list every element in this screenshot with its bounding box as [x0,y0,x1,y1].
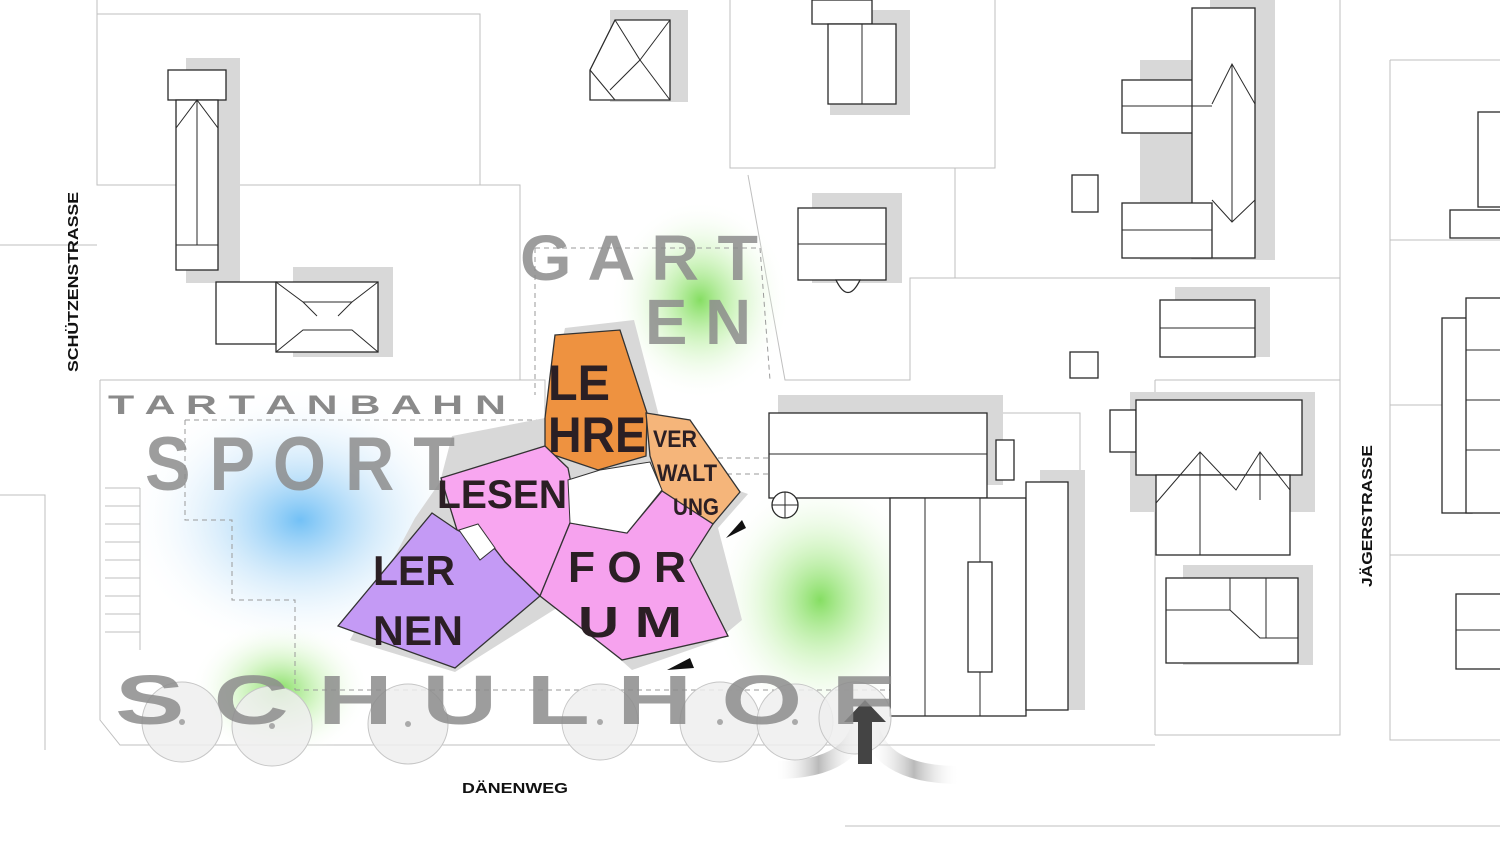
track-stripes [105,487,141,650]
zone-lehre [544,329,648,471]
label-garden-line2: E N [645,286,751,358]
label-sport: S P O R T [145,422,455,507]
entrance-marker-south [667,658,694,670]
neighbor-buildings [167,0,1500,670]
zone-lesen-label: LESEN [437,473,567,517]
zone-lehre-label-1: LE [548,355,610,411]
entrance-marker-east [726,520,746,538]
light-well [458,523,496,561]
street-east: JÄGERSTRASSE [1359,445,1376,587]
label-track: T A R T A N B A H N [108,390,506,420]
zone-lernen-label-1: LER [373,547,455,594]
entrance-arrow [774,700,961,784]
zone-forum-label-1: F O R [568,543,686,592]
zone-verwaltung-label-2: WALT [657,460,717,487]
tree-centers [179,715,858,729]
zone-lehre-label-2: HRE [548,407,646,463]
zone-lernen-label-2: NEN [373,607,463,654]
courtyard-void [567,461,663,534]
landscape-glows [125,200,930,760]
label-schoolyard: S C H U L H O F [115,661,895,739]
zone-verwaltung-label-3: UNG [673,494,719,521]
label-garden-line1: G A R T [520,222,758,294]
street-south: DÄNENWEG [462,780,568,797]
school-zones [336,320,748,672]
street-west: SCHÜTZENSTRASSE [65,192,82,372]
existing-school-building [718,395,1085,717]
zone-forum-label-2: U M [578,598,682,647]
zone-verwaltung-label-1: VER [653,426,697,453]
